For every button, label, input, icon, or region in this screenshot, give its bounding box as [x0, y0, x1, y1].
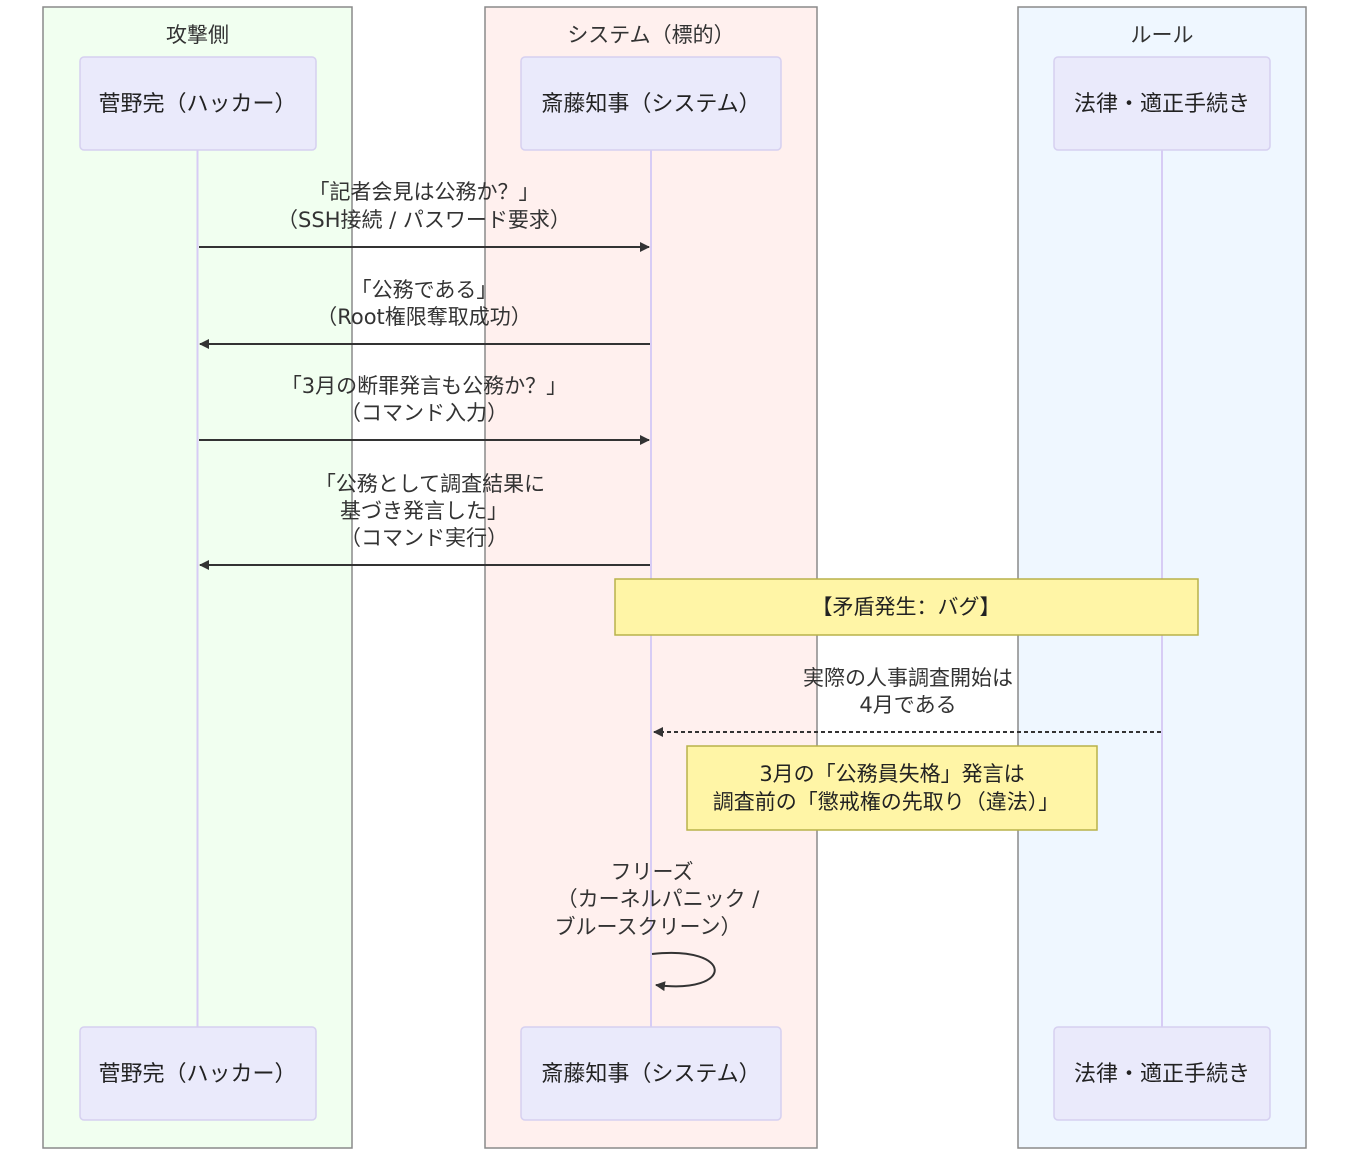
message-label: 4月である [859, 693, 956, 717]
message-1: 「記者会見は公務か？」 （SSH接続 / パスワード要求） [199, 180, 650, 252]
message-label: （Root権限奪取成功） [316, 305, 532, 329]
note-label: 3月の「公務員失格」発言は [759, 762, 1024, 786]
actor-hacker-bottom[interactable]: 菅野完（ハッカー） [79, 1026, 317, 1121]
self-loop-arrow [651, 951, 716, 992]
actor-label: 菅野完（ハッカー） [98, 1062, 296, 1087]
message-5: 実際の人事調査開始は 4月である [653, 666, 1161, 737]
message-4: 「公務として調査結果に 基づき発言した」 （コマンド実行） [199, 472, 650, 570]
actor-label: 菅野完（ハッカー） [98, 92, 296, 117]
note-label: 【矛盾発生：バグ】 [812, 595, 1001, 619]
actor-system-top[interactable]: 斎藤知事（システム） [520, 56, 782, 151]
group-title-attacker: 攻撃側 [166, 23, 229, 47]
actor-law-bottom[interactable]: 法律・適正手続き [1053, 1026, 1271, 1121]
message-3: 「3月の断罪発言も公務か？」 （コマンド入力） [199, 374, 650, 445]
message-label: ブルースクリーン） [555, 915, 742, 939]
message-label: 基づき発言した」 [340, 499, 508, 523]
message-label: （コマンド実行） [340, 526, 508, 550]
note-label: 調査前の「懲戒権の先取り（違法）」 [713, 790, 1060, 814]
note-contradiction: 【矛盾発生：バグ】 [614, 578, 1199, 636]
actor-label: 法律・適正手続き [1074, 92, 1250, 117]
note-illegal: 3月の「公務員失格」発言は 調査前の「懲戒権の先取り（違法）」 [686, 745, 1098, 831]
actor-label: 斎藤知事（システム） [541, 92, 760, 117]
message-label: 「公務である」 [351, 278, 498, 302]
message-2: 「公務である」 （Root権限奪取成功） [199, 278, 650, 349]
actor-law-top[interactable]: 法律・適正手続き [1053, 56, 1271, 151]
group-title-rules: ルール [1131, 23, 1194, 47]
message-label: （カーネルパニック / [557, 887, 761, 911]
actor-label: 斎藤知事（システム） [541, 1062, 760, 1087]
message-label: フリーズ [611, 860, 694, 884]
actor-system-bottom[interactable]: 斎藤知事（システム） [520, 1026, 782, 1121]
message-label: （コマンド入力） [340, 401, 508, 425]
message-label: 実際の人事調査開始は [803, 666, 1013, 690]
message-label: 「記者会見は公務か？」 [309, 180, 540, 204]
message-6-self: フリーズ （カーネルパニック / ブルースクリーン） [555, 860, 761, 992]
message-label: 「3月の断罪発言も公務か？」 [281, 374, 567, 398]
message-label: 「公務として調査結果に [315, 472, 545, 496]
actor-hacker-top[interactable]: 菅野完（ハッカー） [79, 56, 317, 151]
message-label: （SSH接続 / パスワード要求） [277, 208, 571, 232]
group-title-target: システム（標的） [567, 23, 734, 47]
actor-label: 法律・適正手続き [1074, 1062, 1250, 1087]
